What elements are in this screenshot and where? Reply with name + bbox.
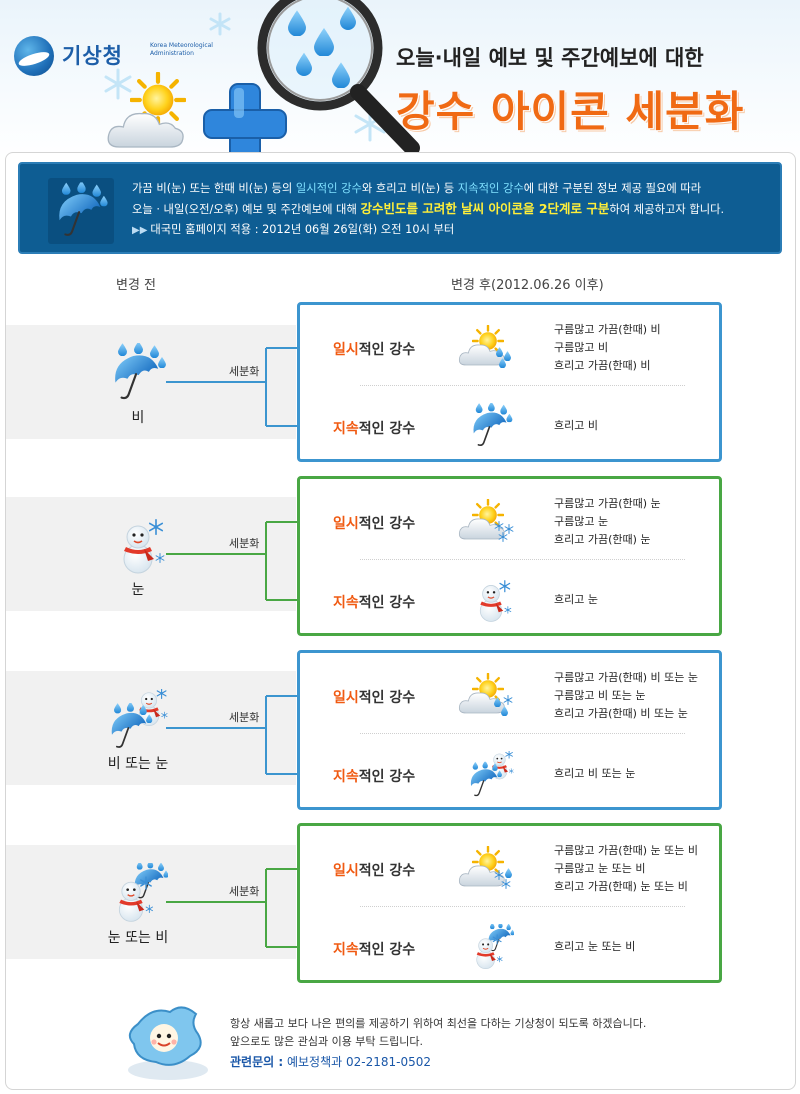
description-line: 흐리고 눈	[554, 593, 598, 606]
intro-box: 가끔 비(눈) 또는 한때 비(눈) 등의 일시적인 강수와 흐리고 비(눈) …	[18, 162, 782, 254]
description-line: 흐리고 가끔(한때) 비	[554, 359, 651, 372]
description-line: 흐리고 가끔(한때) 비 또는 눈	[554, 707, 688, 720]
footer-message: 항상 새롭고 보다 나은 편의를 제공하기 위하여 최선을 다하는 기상청이 되…	[230, 1015, 770, 1051]
column-header-after: 변경 후(2012.06.26 이후)	[451, 278, 604, 293]
continuous-description: 흐리고 눈	[554, 591, 724, 609]
after-divider	[360, 906, 685, 907]
description-line: 구름많고 가끔(한때) 비 또는 눈	[554, 671, 699, 684]
column-header-before: 변경 전	[116, 278, 157, 293]
description-line: 흐리고 가끔(한때) 눈	[554, 533, 651, 546]
temporary-precip-label: 일시적인 강수	[333, 690, 416, 706]
continuous-description: 흐리고 눈 또는 비	[554, 938, 724, 956]
description-line: 흐리고 비 또는 눈	[554, 767, 636, 780]
contact-value: 예보정책과 02-2181-0502	[286, 1055, 431, 1069]
kma-logo: 기상청 Korea Meteorological Administration	[14, 34, 213, 78]
description-line: 흐리고 비	[554, 419, 598, 432]
after-divider	[360, 385, 685, 386]
intro-highlight-continuous: 지속적인 강수	[457, 182, 524, 195]
intro-line-2: 오늘 · 내일(오전/오후) 예보 및 주간예보에 대해 강수빈도를 고려한 날…	[132, 201, 725, 216]
page-header: 기상청 Korea Meteorological Administration …	[0, 0, 800, 160]
description-line: 구름많고 가끔(한때) 눈	[554, 497, 661, 510]
contact-label: 관련문의 :	[230, 1055, 284, 1069]
connector-label: 세분화	[229, 537, 260, 550]
arrow-bullet-icon: ▶▶	[132, 225, 148, 236]
description-line: 구름많고 가끔(한때) 눈 또는 비	[554, 844, 699, 857]
description-line: 구름많고 비 또는 눈	[554, 689, 646, 702]
umbrella-snowman-icon	[468, 751, 528, 797]
umbrella-rain-icon	[48, 178, 114, 244]
description-line: 구름많고 비	[554, 341, 609, 354]
logo-name: 기상청	[62, 44, 123, 68]
after-divider	[360, 559, 685, 560]
before-label: 비 또는 눈	[107, 756, 169, 772]
sun-cloud-snow-icon	[458, 499, 518, 545]
snowman-icon	[108, 515, 168, 575]
connector-label: 세분화	[229, 885, 260, 898]
snowman-icon	[468, 577, 528, 623]
intro-highlight-two-step: 강수빈도를 고려한 날씨 아이콘을 2단계로 구분	[360, 201, 610, 216]
intro-text: 가끔 비(눈) 또는 한때 비(눈) 등의 일시적인 강수와 흐리고 비(눈) …	[132, 179, 777, 241]
continuous-description: 흐리고 비	[554, 417, 724, 435]
kma-logo-icon	[14, 36, 54, 76]
footer-contact: 관련문의 : 예보정책과 02-2181-0502	[230, 1053, 431, 1070]
page-title: 강수 아이콘 세분화	[396, 87, 745, 136]
footer-line-1: 항상 새롭고 보다 나은 편의를 제공하기 위하여 최선을 다하는 기상청이 되…	[230, 1017, 647, 1030]
description-line: 구름많고 눈	[554, 515, 609, 528]
description-line: 흐리고 가끔(한때) 눈 또는 비	[554, 880, 688, 893]
temporary-precip-label: 일시적인 강수	[333, 516, 416, 532]
logo-english-name: Korea Meteorological Administration	[150, 42, 213, 57]
before-label: 비	[131, 410, 145, 426]
snowman-umbrella-icon	[108, 863, 168, 923]
footer-line-2: 앞으로도 많은 관심과 이용 부탁 드립니다.	[230, 1035, 424, 1048]
sun-cloud-rain-snow-icon	[458, 673, 518, 719]
description-line: 구름많고 눈 또는 비	[554, 862, 646, 875]
snowman-umbrella-icon	[468, 924, 528, 970]
continuous-precip-label: 지속적인 강수	[333, 942, 416, 958]
connector-label: 세분화	[229, 365, 260, 378]
umbrella-rain-icon	[468, 403, 528, 449]
continuous-precip-label: 지속적인 강수	[333, 421, 416, 437]
intro-highlight-temporary: 일시적인 강수	[295, 182, 362, 195]
continuous-description: 흐리고 비 또는 눈	[554, 765, 724, 783]
description-line: 흐리고 눈 또는 비	[554, 940, 636, 953]
continuous-precip-label: 지속적인 강수	[333, 769, 416, 785]
before-label: 눈	[131, 582, 145, 598]
sun-cloud-snow-rain-icon	[458, 846, 518, 892]
temporary-precip-label: 일시적인 강수	[333, 863, 416, 879]
intro-line-3: ▶▶대국민 홈페이지 적용 : 2012년 06월 26일(화) 오전 10시 …	[132, 223, 455, 236]
umbrella-snowman-icon	[108, 689, 168, 749]
after-divider	[360, 733, 685, 734]
continuous-precip-label: 지속적인 강수	[333, 595, 416, 611]
header-subtitle: 오늘·내일 예보 및 주간예보에 대한	[396, 46, 704, 70]
intro-line-1: 가끔 비(눈) 또는 한때 비(눈) 등의 일시적인 강수와 흐리고 비(눈) …	[132, 182, 702, 195]
sun-cloud-rain-icon	[458, 325, 518, 371]
description-line: 구름많고 가끔(한때) 비	[554, 323, 661, 336]
umbrella-rain-icon	[108, 343, 168, 403]
magnifier-plus-weather-illustration	[104, 0, 420, 160]
before-label: 눈 또는 비	[107, 930, 169, 946]
kma-mascot-icon	[128, 1006, 208, 1080]
connector-label: 세분화	[229, 711, 260, 724]
temporary-precip-label: 일시적인 강수	[333, 342, 416, 358]
